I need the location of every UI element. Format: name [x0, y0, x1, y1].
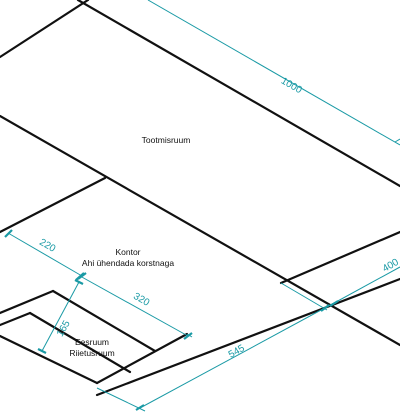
wall-entry-right — [95, 332, 189, 385]
wall-top-left-b — [76, 0, 400, 188]
dim-line-165 — [41, 281, 80, 352]
dimension-lines — [4, 0, 400, 412]
wall-entry-left — [0, 311, 32, 327]
dim-tick-220-a — [4, 229, 13, 238]
wall-top-left-a — [0, 0, 90, 59]
dim-tick-220-b — [77, 272, 87, 280]
wall-outer-bottom-right — [95, 277, 400, 397]
room-note-eesruum: Riietusruum — [69, 348, 114, 358]
walls — [0, 0, 400, 397]
wall-entry-top — [28, 311, 132, 374]
dim-label-1000: 1000 — [279, 76, 304, 97]
dim-line-220 — [7, 232, 83, 277]
wall-office-inner — [51, 289, 157, 353]
dim-tick-165-a — [37, 348, 47, 354]
room-label-kontor: Kontor — [115, 247, 140, 257]
dim-ext-1000 — [394, 138, 400, 143]
room-label-tootmisruum: Tootmisruum — [142, 135, 191, 145]
dim-ext-545-a — [96, 387, 146, 412]
dim-line-1000 — [147, 0, 400, 146]
wall-production-bottom — [0, 114, 400, 347]
dim-ext-400-a — [280, 282, 328, 311]
wall-entry-bottom — [0, 334, 99, 385]
room-label-eesruum: Eesruum — [75, 337, 109, 347]
wall-production-right — [279, 230, 400, 285]
dim-line-545 — [139, 302, 335, 409]
dim-tick-320-b — [183, 332, 193, 340]
dim-tick-545-b — [329, 300, 339, 307]
wall-office-lower — [0, 289, 55, 315]
dim-line-320 — [79, 275, 189, 337]
dim-label-400: 400 — [381, 257, 400, 275]
dim-tick-165-b — [74, 279, 84, 285]
wall-office-upper-left — [0, 176, 107, 234]
room-note-kontor: Ahi ühendada korstnaga — [82, 258, 174, 268]
dim-label-545: 545 — [227, 343, 247, 361]
dim-tick-545-a — [135, 404, 145, 411]
